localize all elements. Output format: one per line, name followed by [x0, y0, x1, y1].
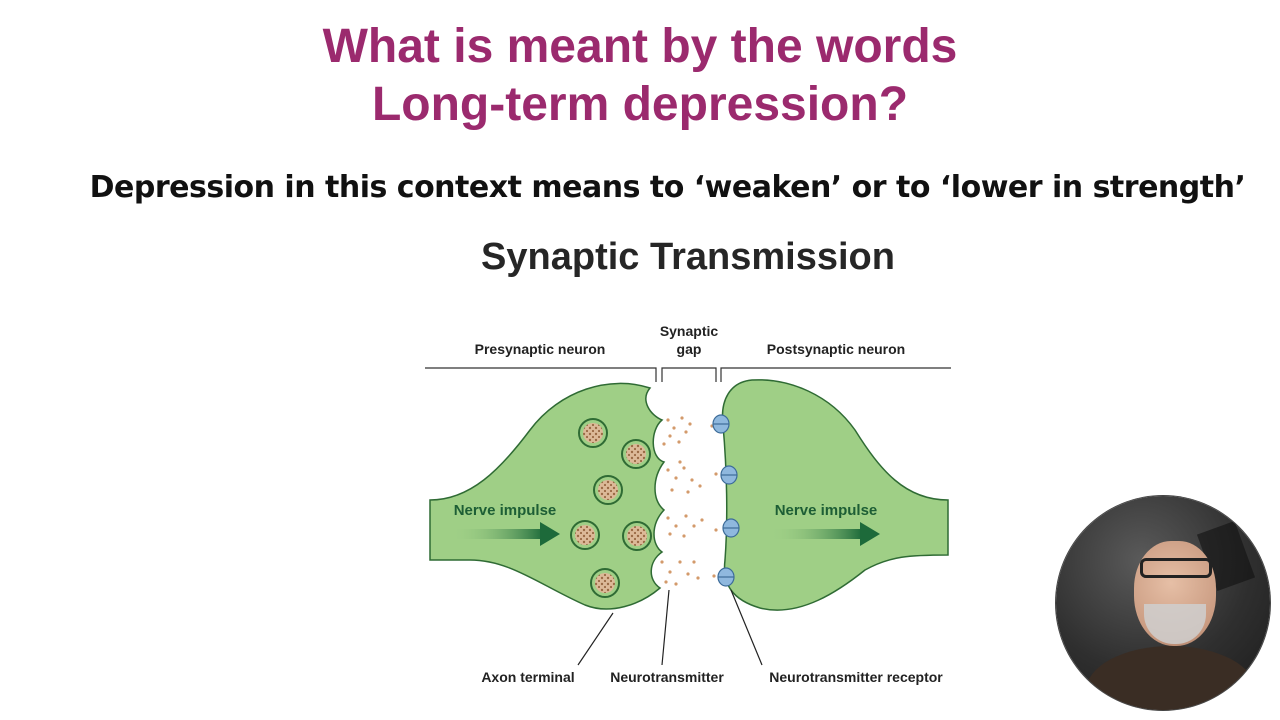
- nerve-impulse-left-label: Nerve impulse: [454, 502, 557, 519]
- presenter-body: [1086, 646, 1256, 710]
- vesicles: [570, 418, 652, 598]
- slide-subtitle: Depression in this context means to ‘wea…: [89, 170, 1246, 205]
- presynaptic-neuron: [429, 382, 666, 610]
- slide-title-line1: What is meant by the words: [322, 20, 958, 73]
- postsynaptic-bracket: [720, 367, 951, 382]
- presynaptic-label: Presynaptic neuron: [475, 341, 606, 357]
- gap-bracket: [661, 367, 717, 382]
- header-brackets: [425, 367, 951, 382]
- left-impulse-arrow: [452, 522, 560, 546]
- slide-title-line2: Long-term depression?: [371, 78, 909, 131]
- nerve-impulse-right-label: Nerve impulse: [775, 502, 878, 519]
- axon-terminal-label: Axon terminal: [481, 669, 574, 685]
- right-impulse-arrow: [770, 522, 880, 546]
- postsynaptic-label: Postsynaptic neuron: [767, 341, 905, 357]
- presynaptic-bracket: [425, 367, 657, 382]
- diagram-title: Synaptic Transmission: [481, 236, 895, 278]
- gap-label-line2: gap: [677, 341, 702, 357]
- neurotransmitter-receptor-label: Neurotransmitter receptor: [769, 669, 943, 685]
- presenter-webcam: [1056, 496, 1270, 710]
- leader-lines: [577, 589, 763, 666]
- neurotransmitter-dots: [660, 416, 718, 586]
- neurotransmitter-label: Neurotransmitter: [610, 669, 724, 685]
- postsynaptic-neuron: [721, 379, 949, 611]
- presenter-glasses: [1140, 558, 1212, 578]
- slide-title: What is meant by the words Long-term dep…: [0, 18, 1280, 134]
- neurotransmitter-receptors: [712, 414, 740, 587]
- gap-label-line1: Synaptic: [660, 323, 719, 339]
